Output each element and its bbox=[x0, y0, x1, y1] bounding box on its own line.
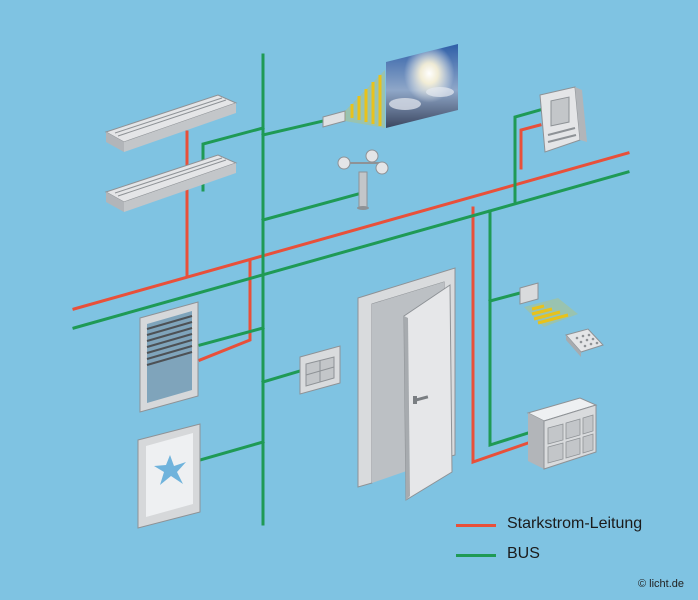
power-line-swatch bbox=[456, 524, 496, 527]
bus-branch-blind bbox=[198, 326, 265, 347]
window-sensor-icon bbox=[137, 423, 201, 529]
power-main-line bbox=[72, 151, 630, 311]
power-drop-heating bbox=[519, 123, 542, 170]
light-fixture-icon bbox=[104, 94, 238, 152]
copyright-notice: © licht.de bbox=[637, 578, 684, 590]
wall-switch-icon bbox=[299, 345, 341, 395]
bus-branch-motion bbox=[488, 291, 522, 303]
heating-thermostat-icon bbox=[539, 86, 587, 153]
bus-drop-right bbox=[488, 209, 530, 448]
bus-branch-wind bbox=[261, 191, 364, 222]
legend-power-line: Starkstrom-Leitung bbox=[456, 515, 686, 537]
wind-sensor-icon bbox=[337, 149, 389, 210]
motion-detector-icon bbox=[519, 282, 578, 327]
bus-main-line bbox=[72, 170, 630, 330]
bus-line-swatch bbox=[456, 554, 496, 557]
bus-drop-heating bbox=[513, 108, 542, 203]
brightness-sensor-icon bbox=[322, 70, 385, 128]
door-icon bbox=[357, 267, 456, 501]
bus-branch-window bbox=[198, 440, 265, 462]
sun-sky-image bbox=[386, 44, 458, 128]
light-fixture-icon bbox=[104, 154, 238, 212]
bus-branch-switch bbox=[261, 369, 302, 384]
bus-lines bbox=[72, 53, 630, 526]
window-blind-icon bbox=[139, 301, 199, 413]
distribution-cabinet-icon bbox=[526, 397, 598, 470]
power-drop-blind bbox=[198, 258, 252, 362]
legend-bus-line: BUS bbox=[456, 545, 686, 567]
bus-line-label: BUS bbox=[507, 545, 540, 562]
power-line-label: Starkstrom-Leitung bbox=[507, 515, 643, 532]
power-lines bbox=[72, 123, 630, 465]
power-drop-right bbox=[471, 206, 530, 465]
keypad-icon bbox=[565, 328, 604, 357]
bus-branch-sensor bbox=[261, 119, 325, 137]
